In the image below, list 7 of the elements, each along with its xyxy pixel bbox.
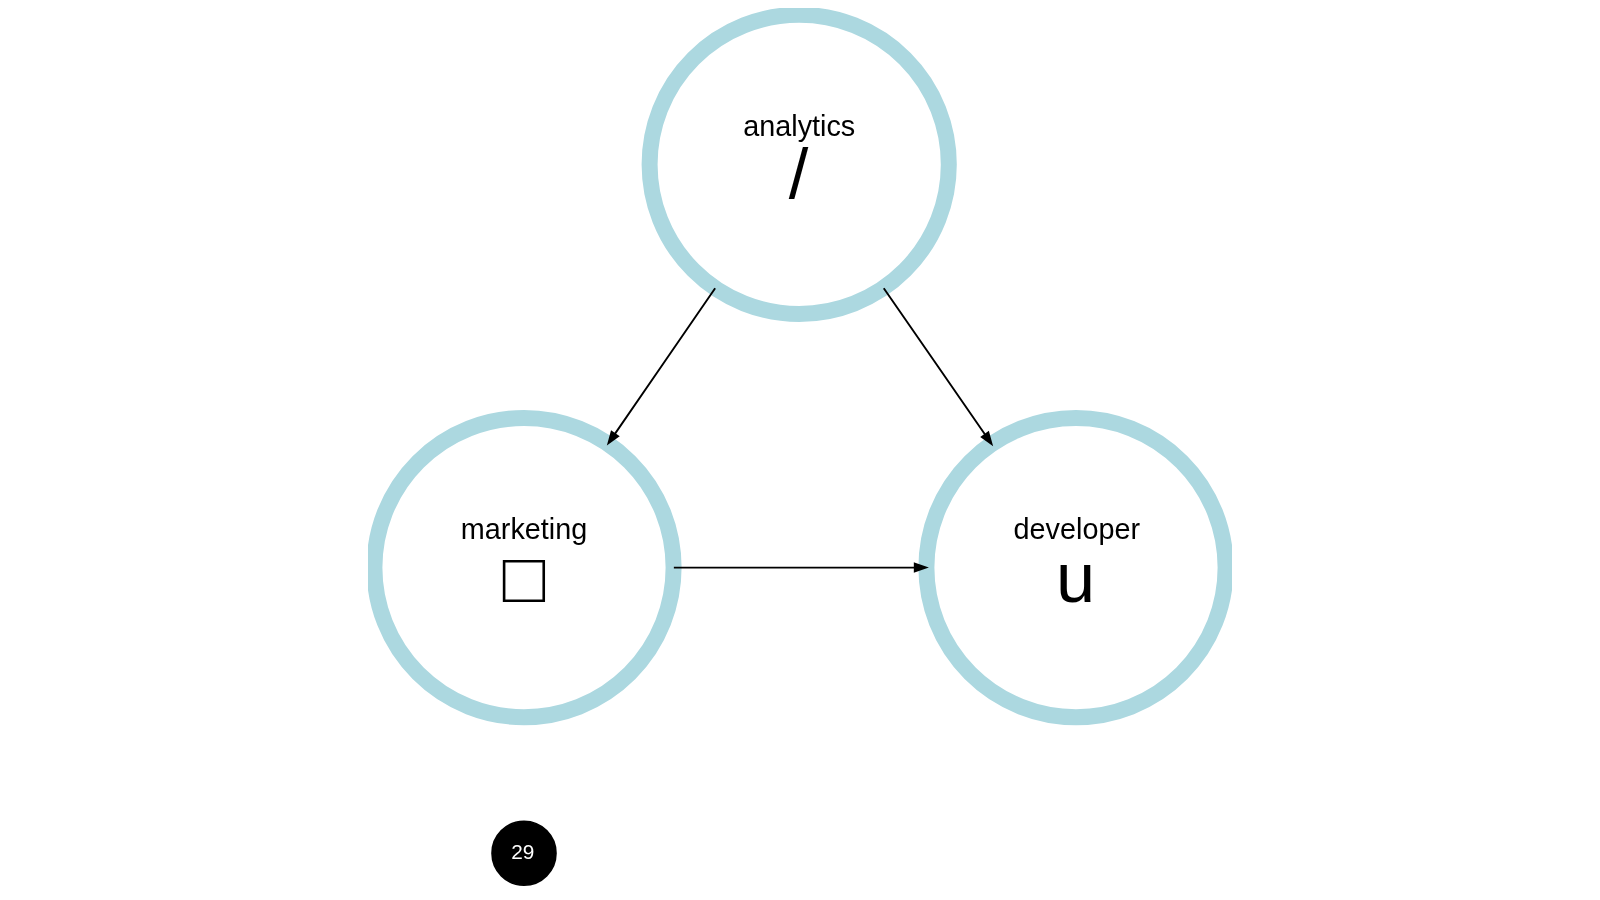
arrow [882, 287, 994, 447]
node-circle: 29 [491, 820, 557, 886]
node-circle: developer u [918, 410, 1232, 726]
arrow [672, 562, 929, 573]
node-circle: marketing □ [368, 410, 682, 726]
node-circle: analytics / [641, 8, 957, 322]
arrow [606, 287, 717, 446]
